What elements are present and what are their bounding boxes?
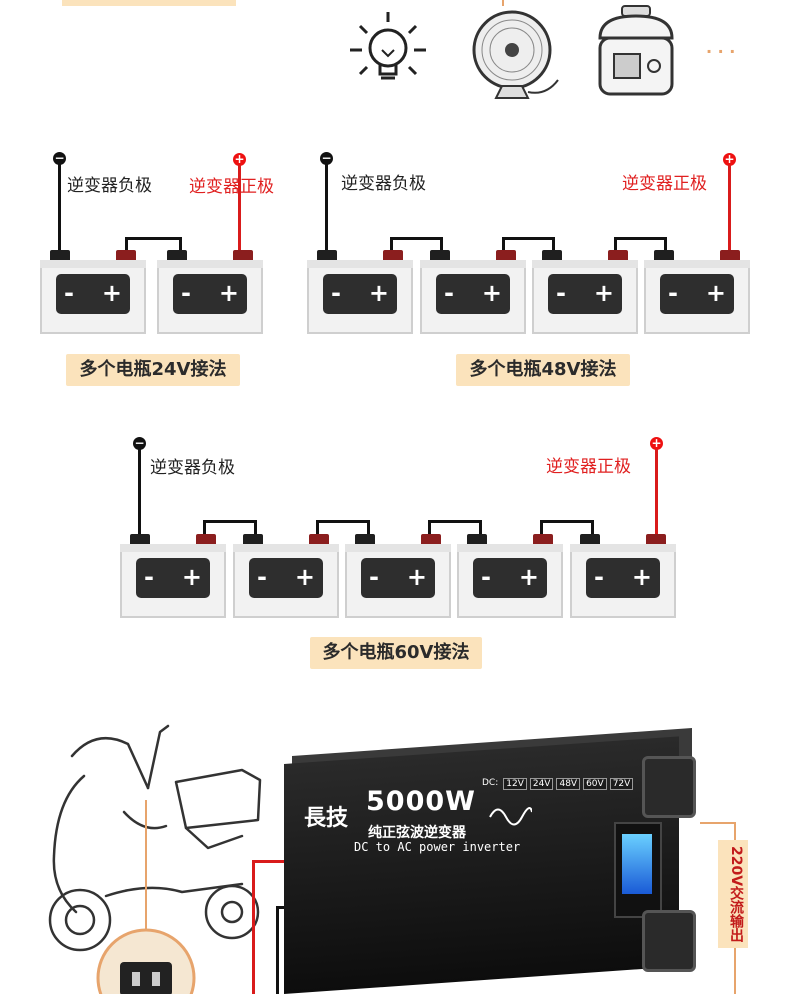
battery: -+ <box>644 250 750 334</box>
voltage-options: DC: 12V 24V 48V 60V 72V <box>480 778 634 790</box>
battery: -+ <box>120 534 226 618</box>
inverter-positive-label: 逆变器正极 <box>189 177 274 197</box>
more-appliances-dots: · · · <box>706 42 736 61</box>
voltage-option: 48V <box>556 778 581 790</box>
scooter-illustration <box>48 724 262 994</box>
negative-terminal-icon: − <box>133 436 146 450</box>
voltage-option: 72V <box>609 778 634 790</box>
inverter-brand: 長技 <box>304 805 349 831</box>
ac-socket-icon <box>642 756 696 818</box>
inverter-positive-label: 逆变器正极 <box>622 174 707 194</box>
dc-label: DC: <box>482 778 499 788</box>
inverter-product: 長技 5000W 纯正弦波逆变器 DC to AC power inverter… <box>284 728 710 994</box>
battery: -+ <box>457 534 563 618</box>
positive-terminal-icon: + <box>650 436 663 450</box>
positive-terminal-icon: + <box>723 152 736 166</box>
positive-terminal-icon: + <box>233 152 246 166</box>
battery: -+ <box>532 250 638 334</box>
sine-wave-icon <box>489 807 532 826</box>
battery: -+ <box>157 250 263 334</box>
voltage-option: 12V <box>503 778 527 790</box>
ac-socket-icon <box>642 910 696 972</box>
negative-terminal-icon: − <box>53 151 66 165</box>
inverter-negative-label: 逆变器负极 <box>67 176 152 196</box>
config-caption: 多个电瓶60V接法 <box>310 637 482 669</box>
ac-output-pointer <box>700 822 736 824</box>
config-caption: 多个电瓶48V接法 <box>456 354 630 386</box>
battery: -+ <box>40 250 146 334</box>
fan-icon <box>472 10 559 99</box>
config-caption: 多个电瓶24V接法 <box>66 354 240 386</box>
battery: -+ <box>570 534 676 618</box>
inverter-display <box>614 822 662 918</box>
top-banner-tag <box>62 0 236 6</box>
inverter-negative-label: 逆变器负极 <box>341 174 426 194</box>
battery: -+ <box>420 250 526 334</box>
light-bulb-icon <box>350 12 426 80</box>
battery: -+ <box>233 534 339 618</box>
inverter-model: 5000W <box>366 786 476 817</box>
negative-terminal-icon: − <box>320 151 333 165</box>
rice-cooker-icon <box>598 5 674 96</box>
inverter-dc-text: DC to AC power inverter <box>354 840 521 854</box>
voltage-option: 24V <box>529 778 554 790</box>
top-banner-line <box>502 0 504 6</box>
positive-wire <box>252 860 290 863</box>
voltage-option: 60V <box>583 778 607 790</box>
battery: -+ <box>345 534 451 618</box>
inverter-positive-label: 逆变器正极 <box>546 457 631 477</box>
inverter-subtitle: 纯正弦波逆变器 <box>368 825 466 841</box>
battery: -+ <box>307 250 413 334</box>
inverter-negative-label: 逆变器负极 <box>150 458 235 478</box>
ac-output-label: 220V交流输出 <box>718 840 748 949</box>
